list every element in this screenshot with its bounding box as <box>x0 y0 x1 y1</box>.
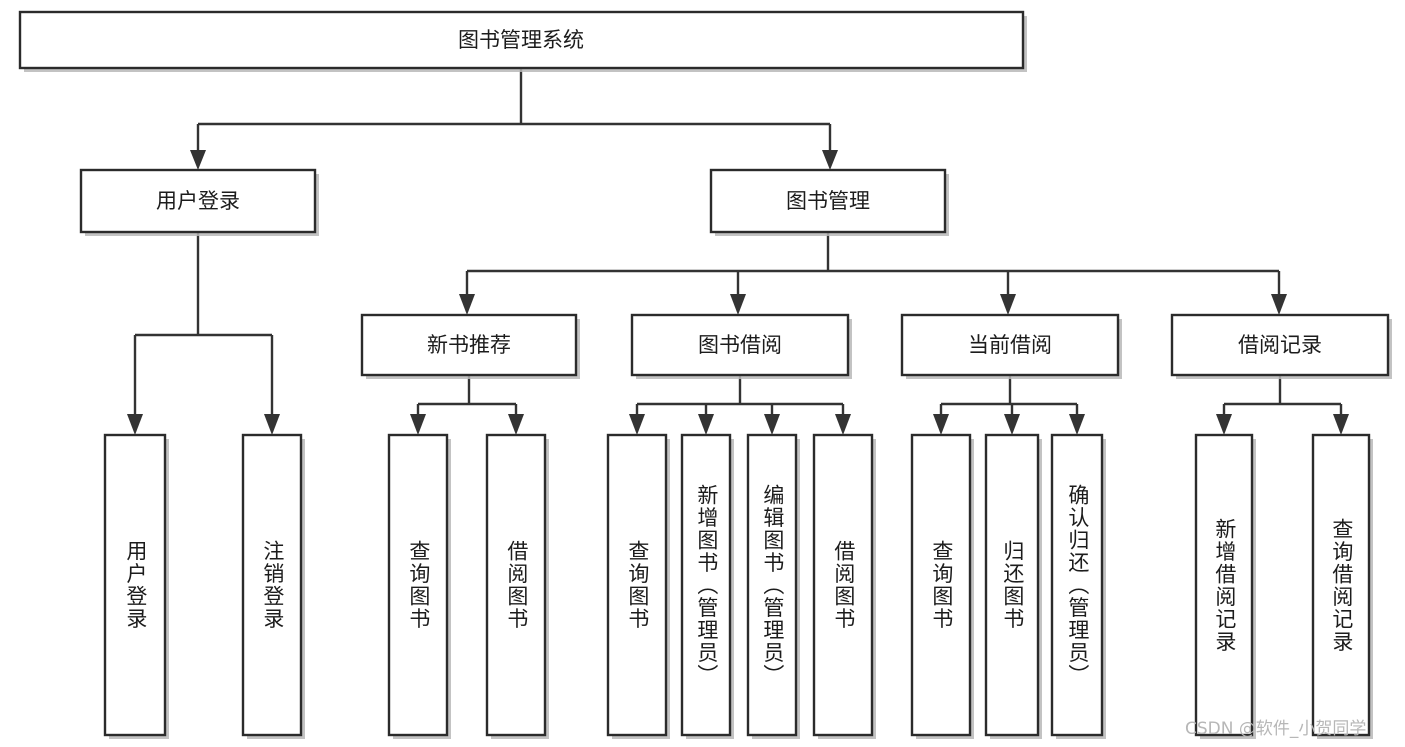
connector-group-root <box>190 68 838 170</box>
label-root: 图书管理系统 <box>458 28 584 52</box>
arrowhead-leaf-query-book-2 <box>629 414 645 435</box>
box-leaf-add-record[interactable] <box>1194 433 1254 737</box>
box-book-borrow[interactable] <box>630 313 850 377</box>
box-leaf-logout[interactable] <box>241 433 303 737</box>
box-leaf-borrow-book-1[interactable] <box>485 433 547 737</box>
arrowhead-user-login <box>190 150 206 170</box>
arrowhead-borrow-record <box>1271 294 1287 315</box>
connector-group-borrow-record <box>1216 375 1349 435</box>
arrowhead-leaf-borrow-book-1 <box>508 414 524 435</box>
box-leaf-query-book-2[interactable] <box>606 433 668 737</box>
arrowhead-leaf-add-record <box>1216 414 1232 435</box>
label-current-borrow: 当前借阅 <box>968 333 1052 357</box>
label-borrow-record: 借阅记录 <box>1238 333 1322 357</box>
box-leaf-user-login[interactable] <box>103 433 167 737</box>
arrowhead-leaf-query-record <box>1333 414 1349 435</box>
box-leaf-confirm-return[interactable] <box>1050 433 1104 737</box>
arrowhead-leaf-user-login <box>127 414 143 435</box>
label-user-login: 用户登录 <box>156 189 240 213</box>
node-boxes <box>18 10 1392 379</box>
arrowhead-new-book-rec <box>459 294 475 315</box>
label-book-borrow: 图书借阅 <box>698 333 782 357</box>
box-user-login[interactable] <box>79 168 317 234</box>
node-labels: 图书管理系统 用户登录 图书管理 新书推荐 图书借阅 当前借阅 借阅记录 <box>156 28 1322 357</box>
arrowhead-leaf-logout <box>264 414 280 435</box>
box-root[interactable] <box>18 10 1025 70</box>
label-new-book-rec: 新书推荐 <box>427 333 511 357</box>
box-book-mgmt[interactable] <box>709 168 947 234</box>
arrowhead-leaf-add-book <box>698 414 714 435</box>
connector-group-user-login <box>127 232 280 435</box>
arrowhead-book-mgmt <box>822 150 838 170</box>
box-leaf-query-book-3[interactable] <box>910 433 972 737</box>
box-leaf-edit-book[interactable] <box>746 433 798 737</box>
box-new-book-rec[interactable] <box>360 313 578 377</box>
label-book-mgmt: 图书管理 <box>786 189 870 213</box>
arrowhead-current-borrow <box>1000 294 1016 315</box>
arrowhead-leaf-return-book <box>1004 414 1020 435</box>
arrowhead-leaf-query-book-3 <box>933 414 949 435</box>
arrowhead-leaf-edit-book <box>764 414 780 435</box>
box-leaf-return-book[interactable] <box>984 433 1040 737</box>
watermark-text: CSDN @软件_小贺同学 <box>1185 719 1367 739</box>
box-leaf-add-book[interactable] <box>680 433 732 737</box>
leaf-boxes <box>103 433 1373 739</box>
box-leaf-borrow-book-2[interactable] <box>812 433 874 737</box>
connector-group-book-borrow <box>629 375 851 435</box>
arrowhead-leaf-confirm-return <box>1069 414 1085 435</box>
box-borrow-record[interactable] <box>1170 313 1390 377</box>
arrowhead-leaf-borrow-book-2 <box>835 414 851 435</box>
arrowhead-book-borrow <box>730 294 746 315</box>
connector-group-current-borrow <box>933 375 1085 435</box>
box-leaf-query-record[interactable] <box>1311 433 1371 737</box>
box-current-borrow[interactable] <box>900 313 1120 377</box>
connector-group-book-mgmt <box>459 232 1287 315</box>
box-leaf-query-book-1[interactable] <box>387 433 449 737</box>
connector-group-new-book-rec <box>410 375 524 435</box>
arrowhead-leaf-query-book-1 <box>410 414 426 435</box>
